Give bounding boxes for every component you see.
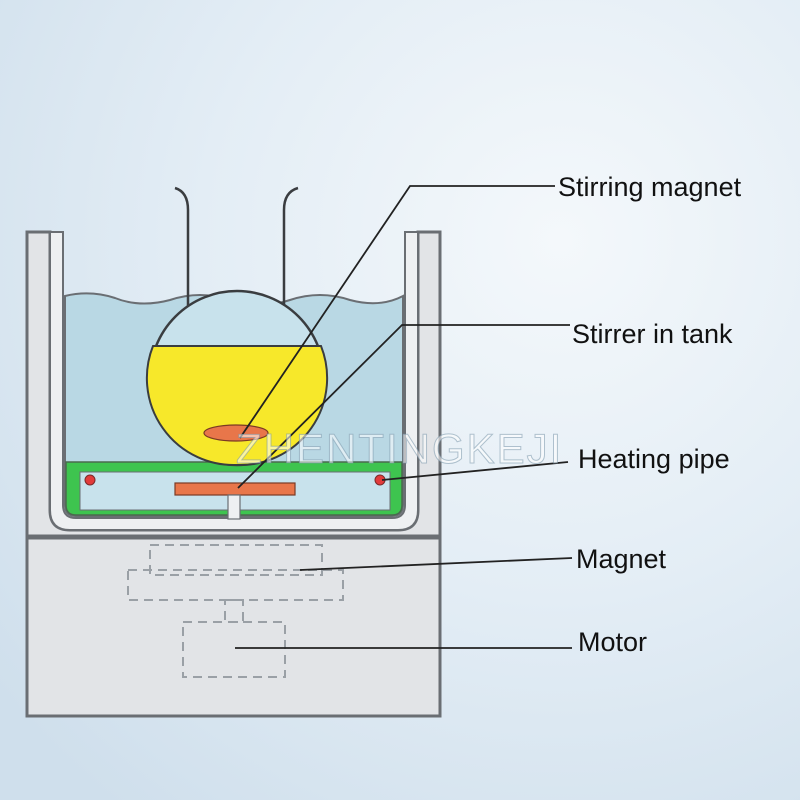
leader-stirrer-in-tank bbox=[237, 324, 570, 489]
leader-heating-pipe bbox=[381, 461, 569, 481]
leader-stirring-magnet bbox=[239, 185, 555, 439]
stirrer-shaft bbox=[227, 494, 241, 520]
tank-stirrer-bar bbox=[174, 482, 296, 496]
inner-tank-wall bbox=[49, 231, 419, 531]
drive-magnet bbox=[127, 544, 344, 601]
leader-lines bbox=[235, 185, 573, 649]
motor-outline bbox=[182, 599, 286, 678]
label-stirrer-in-tank: Stirrer in tank bbox=[572, 319, 733, 349]
label-stirring-magnet: Stirring magnet bbox=[558, 172, 742, 202]
heater-dot-left bbox=[84, 474, 96, 486]
label-motor: Motor bbox=[578, 627, 648, 657]
label-heating-pipe: Heating pipe bbox=[578, 444, 730, 474]
stirring-magnet bbox=[203, 424, 269, 442]
flask-neck bbox=[174, 186, 299, 310]
label-magnet: Magnet bbox=[576, 544, 667, 574]
leader-magnet bbox=[299, 557, 573, 571]
base-housing bbox=[25, 536, 442, 718]
watermark-text: ZHENTINGKEJI bbox=[235, 425, 564, 472]
